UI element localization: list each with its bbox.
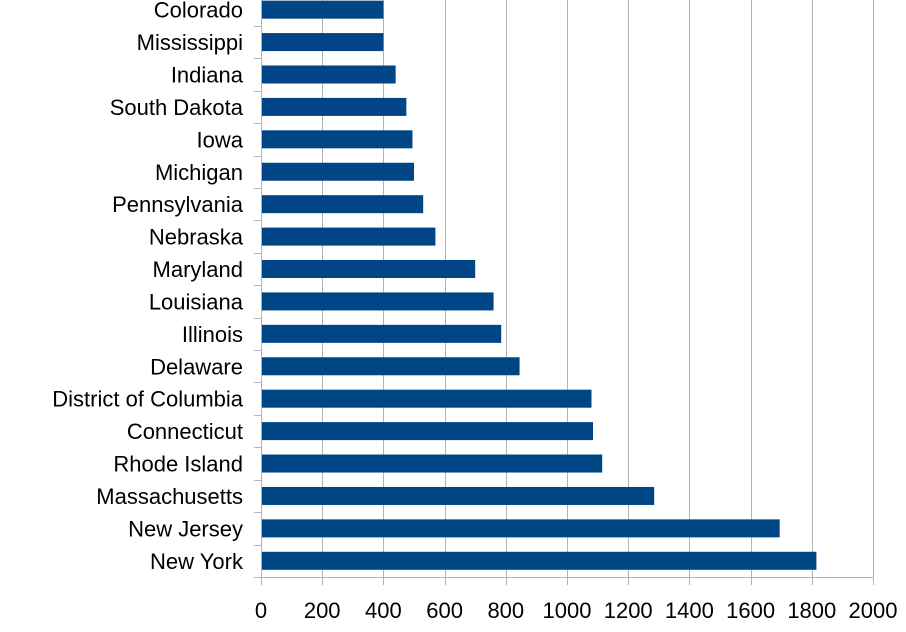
bar-new-york [261, 551, 817, 570]
category-label: Maryland [153, 257, 243, 282]
category-label: Colorado [154, 0, 243, 23]
x-tick-label: 1000 [543, 598, 592, 623]
bar-michigan [261, 162, 414, 181]
axes [254, 0, 874, 585]
bars [261, 0, 817, 570]
x-tick-label: 1200 [604, 598, 653, 623]
x-tick-label: 0 [255, 598, 267, 623]
bar-pennsylvania [261, 195, 424, 214]
category-label: Illinois [182, 322, 243, 347]
category-label: Delaware [150, 354, 243, 379]
x-tick-label: 200 [304, 598, 341, 623]
x-tick-label: 1800 [787, 598, 836, 623]
bar-new-jersey [261, 519, 780, 538]
category-label: Connecticut [127, 419, 243, 444]
category-label: Pennsylvania [112, 192, 244, 217]
x-tick-label: 2000 [849, 598, 898, 623]
bar-connecticut [261, 422, 594, 441]
category-label: Nebraska [149, 225, 244, 250]
bar-massachusetts [261, 486, 655, 505]
gridlines [322, 0, 874, 577]
category-label: Massachusetts [96, 484, 243, 509]
x-tick-label: 400 [365, 598, 402, 623]
category-label: South Dakota [110, 95, 244, 120]
bar-rhode-island [261, 454, 603, 473]
category-label: Michigan [155, 160, 243, 185]
bar-maryland [261, 260, 476, 279]
x-tick-label: 800 [487, 598, 524, 623]
bar-nebraska [261, 227, 436, 246]
category-label: Indiana [171, 62, 244, 87]
category-label: District of Columbia [52, 387, 243, 412]
x-tick-label: 600 [426, 598, 463, 623]
x-tick-labels: 0 200 400 600 800 1000 1200 1400 1600 1800 2000 [255, 598, 898, 623]
bar-iowa [261, 130, 413, 149]
bar-louisiana [261, 292, 494, 311]
category-label: Mississippi [137, 30, 243, 55]
bar-indiana [261, 65, 396, 84]
category-labels: New York New Jersey Massachusetts Rhode Isl… [52, 0, 244, 574]
category-label: Iowa [197, 127, 244, 152]
category-label: New Jersey [128, 516, 243, 541]
bar-district-of-columbia [261, 389, 592, 408]
category-label: New York [150, 549, 244, 574]
x-tick-label: 1400 [665, 598, 714, 623]
x-tick-label: 1600 [726, 598, 775, 623]
category-label: Rhode Island [113, 452, 243, 477]
category-label: Louisiana [149, 289, 244, 314]
bar-illinois [261, 324, 502, 343]
bar-mississippi [261, 33, 384, 52]
bar-delaware [261, 357, 520, 376]
bar-south-dakota [261, 97, 407, 116]
bar-colorado [261, 0, 384, 19]
